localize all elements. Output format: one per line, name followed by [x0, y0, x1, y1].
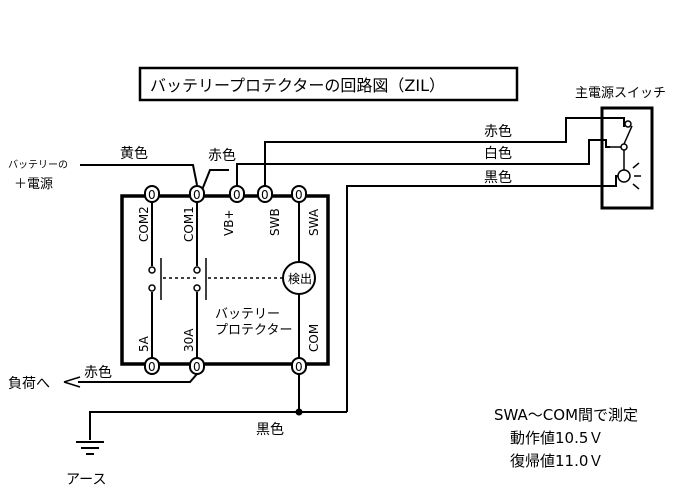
wire-label-black-right: 黒色: [484, 169, 512, 186]
title-box: [138, 66, 519, 102]
wire-red-load: [78, 373, 198, 383]
terminal-label-com: COM: [307, 324, 321, 352]
terminal-label-5a: 5A: [137, 335, 151, 352]
terminal-swa: 0: [291, 185, 307, 203]
load-arrow-icon: [63, 376, 81, 388]
svg-text:0: 0: [261, 188, 269, 202]
terminal-swb: 0: [257, 185, 273, 203]
protector-label-line2: プロテクター: [215, 323, 292, 338]
svg-text:0: 0: [233, 188, 241, 202]
battery-plus-label-line2: ＋電源: [14, 177, 53, 192]
wire-label-black-bottom: 黒色: [256, 421, 284, 438]
measure-note-line2: 動作値10.5Ｖ: [510, 429, 603, 447]
load-label: 負荷へ: [8, 376, 50, 392]
terminal-label-swb: SWB: [268, 208, 282, 236]
wire-black-to-switch: [346, 175, 618, 412]
terminal-com: 0: [291, 357, 307, 375]
wire-label-yellow: 黄色: [120, 145, 148, 162]
measure-note-line1: SWA～COM間で測定: [494, 406, 638, 424]
wire-yellow: [80, 164, 198, 186]
main-switch-box: [600, 106, 654, 210]
terminal-label-com1: COM1: [182, 206, 196, 242]
terminal-5a: 0: [144, 357, 160, 375]
wire-label-red-load: 赤色: [84, 364, 112, 381]
terminal-label-vb-plus: VB+: [222, 210, 236, 237]
terminal-label-30a: 30A: [182, 328, 196, 352]
terminal-vb-plus: 0: [229, 185, 245, 203]
wire-label-red-right: 赤色: [484, 123, 512, 140]
svg-text:0: 0: [193, 188, 201, 202]
ground-icon: [76, 441, 104, 455]
wire-white-to-switch: [236, 139, 610, 190]
svg-text:0: 0: [148, 188, 156, 202]
svg-text:0: 0: [295, 188, 303, 202]
internal-contacts: [148, 196, 300, 364]
main-switch-label: 主電源スイッチ: [575, 86, 666, 101]
terminal-30a: 0: [189, 357, 205, 375]
svg-text:0: 0: [295, 360, 303, 374]
terminal-label-swa: SWA: [307, 208, 321, 236]
detector-label: 検出: [288, 272, 312, 286]
wire-label-red-top: 赤色: [208, 147, 236, 164]
wire-red-link: [201, 169, 229, 191]
terminal-com2: 0: [144, 185, 160, 203]
wire-red-to-switch: [264, 117, 625, 190]
ground-label: アース: [66, 472, 106, 488]
svg-text:0: 0: [193, 360, 201, 374]
terminal-label-com2: COM2: [137, 206, 151, 242]
top-terminal-labels: COM2 COM1 VB+ SWB SWA: [137, 206, 321, 242]
protector-label-line1: バッテリー: [215, 307, 280, 322]
detector-circle: [282, 261, 316, 295]
battery-plus-label-line1: バッテリーの: [8, 159, 68, 171]
terminal-com1: 0: [189, 185, 205, 203]
page-title: バッテリープロテクターの回路図（ZIL）: [150, 76, 445, 95]
measure-note-line3: 復帰値11.0Ｖ: [510, 452, 603, 470]
svg-text:0: 0: [148, 360, 156, 374]
bottom-terminal-labels: 5A 30A COM: [137, 324, 321, 352]
wire-label-white: 白色: [484, 145, 512, 162]
protector-box: [120, 194, 330, 366]
wire-black-ground: [89, 374, 300, 440]
